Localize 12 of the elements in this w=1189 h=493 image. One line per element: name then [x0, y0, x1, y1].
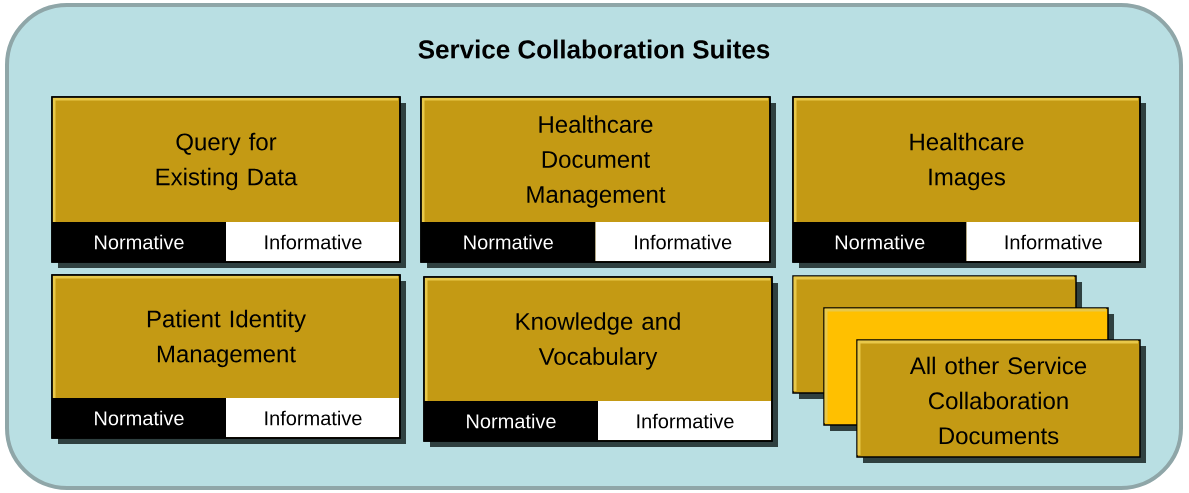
informative-label: Informative	[1005, 234, 1102, 250]
normative-label: Normative	[95, 234, 184, 250]
informative-label: Informative	[265, 234, 362, 250]
normative-label: Normative	[467, 413, 556, 429]
container-title: Service Collaboration Suites	[418, 39, 770, 59]
informative-label: Informative	[265, 410, 362, 426]
informative-label: Informative	[635, 234, 732, 250]
normative-label: Normative	[835, 234, 925, 250]
normative-label: Normative	[464, 234, 553, 250]
suite-box: All other Service Collaboration Documents	[856, 339, 1146, 463]
normative-label: Normative	[95, 410, 184, 426]
informative-label: Informative	[637, 413, 734, 429]
